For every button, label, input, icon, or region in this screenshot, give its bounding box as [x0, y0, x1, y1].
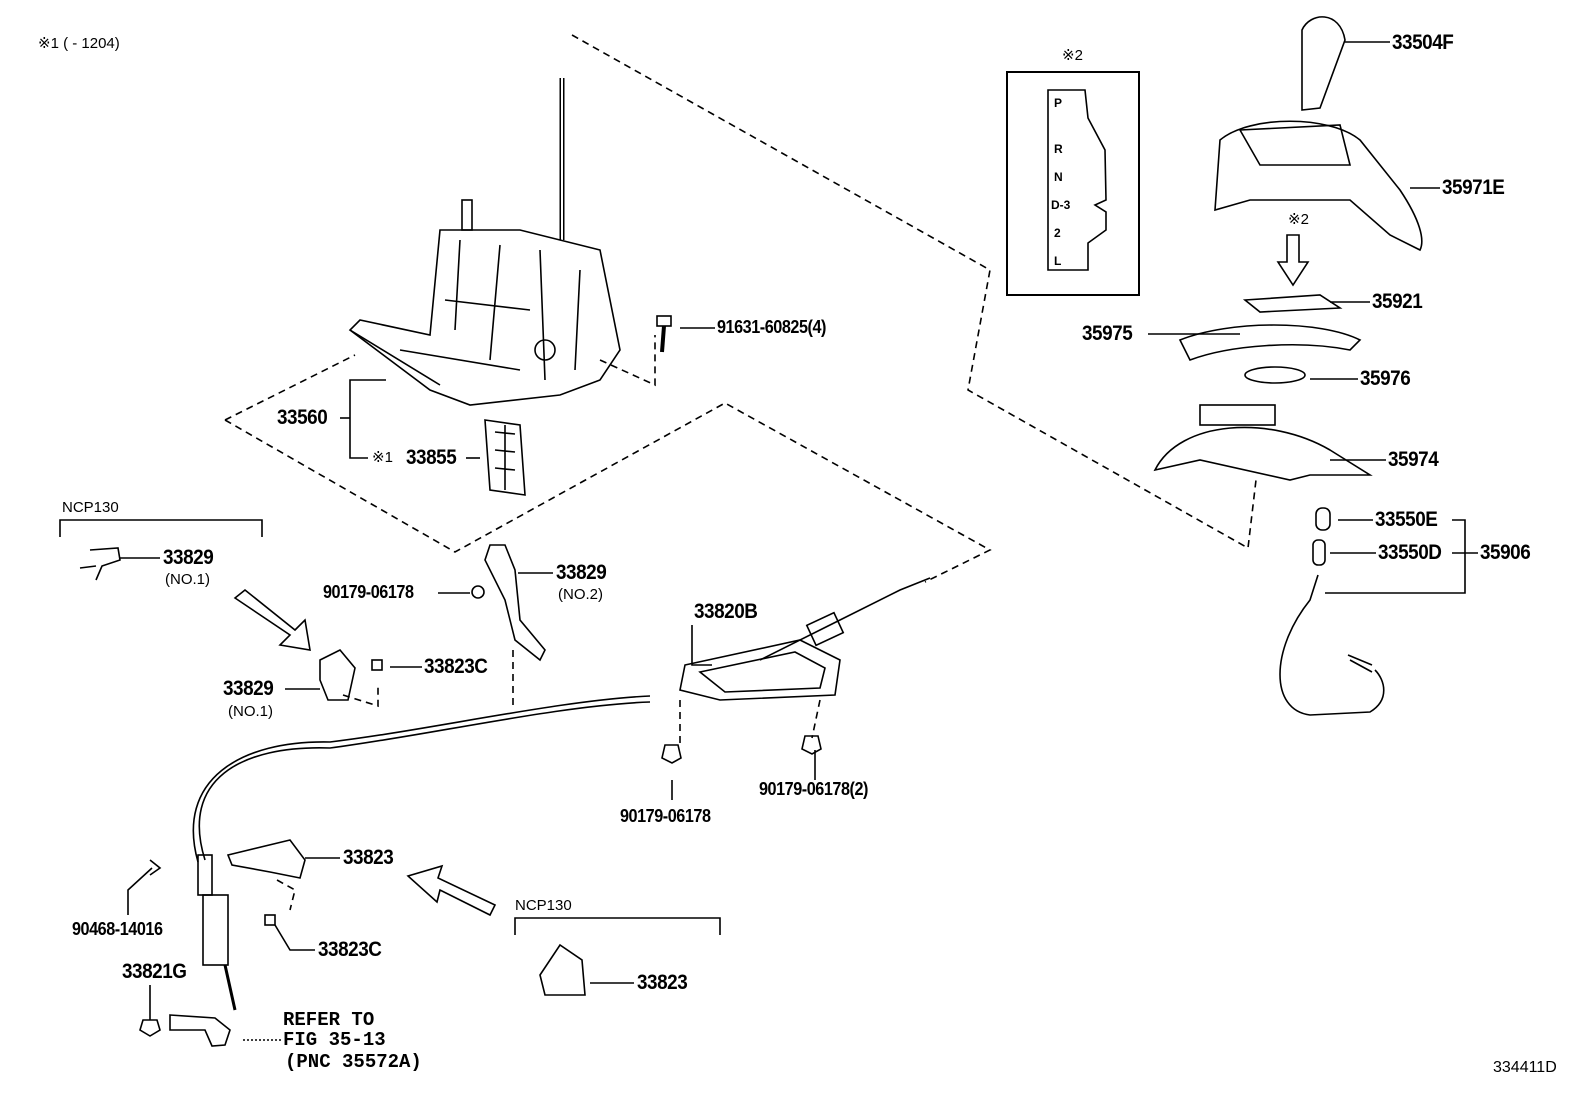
reference-line-2[interactable]: FIG 35-13	[283, 1029, 386, 1051]
gate-d3: D-3	[1051, 198, 1071, 212]
part-33823C-lower[interactable]: 33823C	[318, 938, 382, 961]
gate-r: R	[1054, 142, 1063, 156]
part-33829-no2[interactable]: 33829	[556, 561, 607, 584]
part-33829-no1-top-sub: (NO.1)	[165, 571, 210, 588]
diagram-code: 334411D	[1493, 1059, 1557, 1076]
note-1: ※1 ( - 1204)	[38, 35, 120, 52]
part-33821G[interactable]: 33821G	[122, 960, 187, 983]
note-2-box-label: ※2	[1062, 47, 1083, 64]
part-90179-06178-a[interactable]: 90179-06178	[323, 582, 414, 602]
dashed-guides	[224, 34, 1257, 911]
part-35971E[interactable]: 35971E	[1442, 176, 1505, 199]
arrows	[233, 234, 1310, 917]
part-33855[interactable]: 33855	[406, 446, 457, 469]
gate-2: 2	[1054, 226, 1061, 240]
part-90179-06178-2[interactable]: 90179-06178(2)	[759, 779, 868, 799]
shift-pattern-box	[1006, 71, 1140, 296]
part-33829-no1-sub: (NO.1)	[228, 703, 273, 720]
part-35906[interactable]: 35906	[1480, 541, 1531, 564]
shift-gate-outline	[1047, 89, 1107, 271]
brackets-drawing	[79, 544, 586, 996]
knob-and-bezel-drawing	[1153, 16, 1423, 716]
part-33560[interactable]: 33560	[277, 406, 328, 429]
part-33829-no1[interactable]: 33829	[223, 677, 274, 700]
model-ncp130-b: NCP130	[515, 897, 572, 914]
part-33550E[interactable]: 33550E	[1375, 508, 1438, 531]
part-91631-60825[interactable]: 91631-60825(4)	[717, 317, 826, 337]
part-35921[interactable]: 35921	[1372, 290, 1423, 313]
gate-n: N	[1054, 170, 1063, 184]
lock-solenoid-drawing	[484, 419, 526, 496]
part-90468-14016[interactable]: 90468-14016	[72, 919, 163, 939]
cable-drawing	[139, 577, 931, 1047]
shift-lever-assembly-drawing	[348, 78, 621, 406]
model-ncp130-a: NCP130	[62, 499, 119, 516]
bolt-drawing	[656, 315, 672, 353]
reference-line-3: (PNC 35572A)	[285, 1051, 422, 1073]
part-35975[interactable]: 35975	[1082, 322, 1133, 345]
gate-l: L	[1054, 254, 1062, 268]
leader-lines	[59, 41, 1478, 1041]
part-33823-alt[interactable]: 33823	[637, 971, 688, 994]
part-90179-06178-b[interactable]: 90179-06178	[620, 806, 711, 826]
note-1-marker: ※1	[372, 449, 393, 466]
part-33823[interactable]: 33823	[343, 846, 394, 869]
part-35976[interactable]: 35976	[1360, 367, 1411, 390]
gate-p: P	[1054, 96, 1063, 110]
part-35974[interactable]: 35974	[1388, 448, 1439, 471]
part-33829-no2-sub: (NO.2)	[558, 586, 603, 603]
part-33504F[interactable]: 33504F	[1392, 31, 1454, 54]
part-33820B[interactable]: 33820B	[694, 600, 758, 623]
part-33829-no1-top[interactable]: 33829	[163, 546, 214, 569]
part-33823C-upper[interactable]: 33823C	[424, 655, 488, 678]
note-2-arrow-label: ※2	[1288, 211, 1309, 228]
reference-line-1: REFER TO	[283, 1009, 375, 1031]
part-33550D[interactable]: 33550D	[1378, 541, 1442, 564]
